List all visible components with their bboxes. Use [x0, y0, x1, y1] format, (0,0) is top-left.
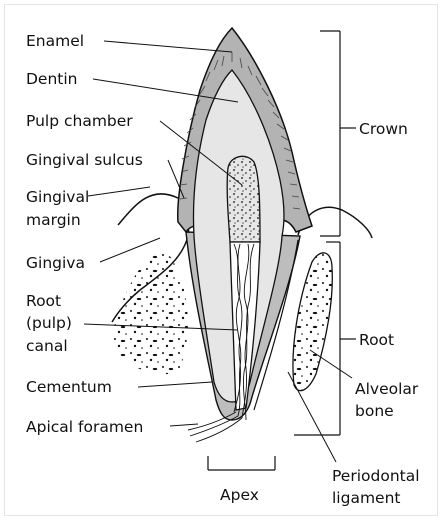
label-root-canal-2: (pulp)	[26, 314, 72, 332]
crown-bracket	[320, 31, 356, 236]
label-gingival-margin-1: Gingival	[26, 188, 89, 206]
label-gingival-margin-2: margin	[26, 211, 81, 229]
alveolar-bone-left	[110, 252, 188, 374]
label-crown: Crown	[359, 120, 408, 138]
apex-bracket	[208, 456, 275, 470]
label-root: Root	[359, 331, 394, 349]
label-apex: Apex	[220, 486, 259, 504]
label-gingiva: Gingiva	[26, 254, 85, 272]
label-enamel: Enamel	[26, 32, 84, 50]
label-periodontal-ligament-1: Periodontal	[332, 467, 420, 485]
label-root-canal-3: canal	[26, 337, 68, 355]
label-gingival-sulcus: Gingival sulcus	[26, 151, 143, 169]
label-apical-foramen: Apical foramen	[26, 418, 143, 436]
label-dentin: Dentin	[26, 70, 78, 88]
label-alveolar-bone-1: Alveolar	[355, 380, 419, 398]
pulp-chamber	[227, 156, 260, 242]
label-root-canal-1: Root	[26, 292, 61, 310]
label-periodontal-ligament-2: ligament	[332, 489, 401, 507]
alveolar-bone-right	[293, 253, 332, 391]
label-cementum: Cementum	[26, 378, 112, 396]
label-alveolar-bone-2: bone	[355, 402, 394, 420]
label-pulp-chamber: Pulp chamber	[26, 112, 133, 130]
